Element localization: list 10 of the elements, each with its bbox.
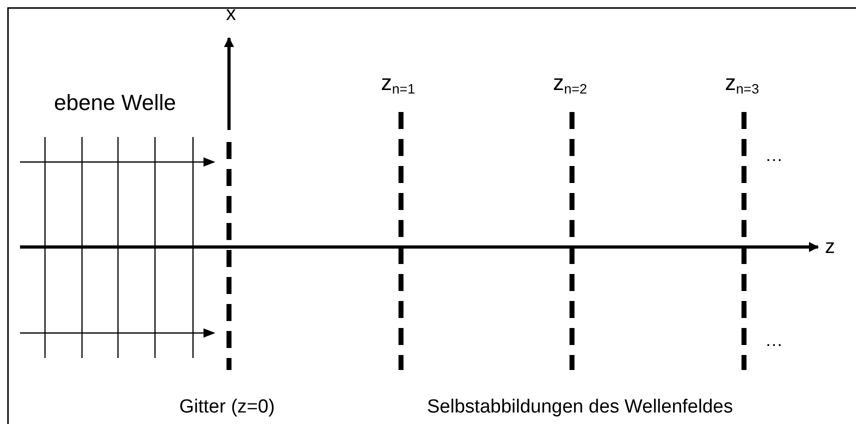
caption-text: Gitter (z=0) <box>179 398 275 416</box>
caption-text: Selbstabbildungen des Wellenfeldes <box>427 398 733 416</box>
ellipsis: … <box>765 331 783 349</box>
position-label: z$_{n=1}$ <box>380 72 416 96</box>
position-label: z$_{n=2}$ <box>552 72 588 96</box>
axis-label: x <box>226 4 236 24</box>
wave-label: ebene Welle <box>54 92 176 114</box>
ellipsis: … <box>765 146 783 164</box>
position-label: z$_{n=3}$ <box>724 72 760 96</box>
axis-label: z <box>825 237 835 257</box>
